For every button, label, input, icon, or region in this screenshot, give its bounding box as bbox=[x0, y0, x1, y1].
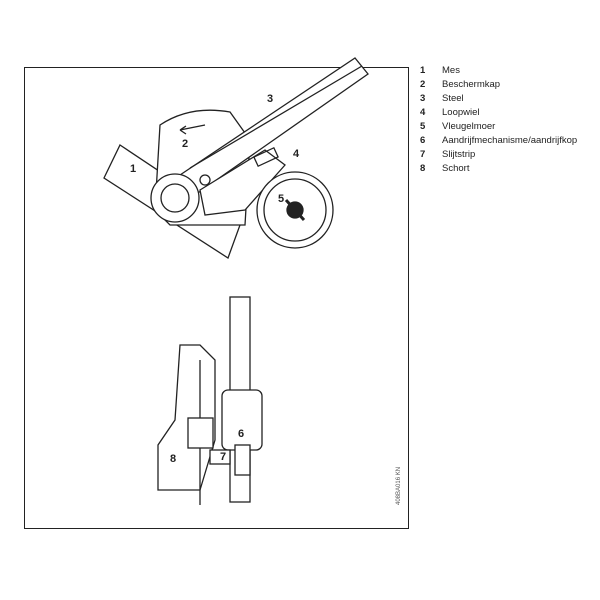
legend-label: Aandrijfmechanisme/aandrijfkop bbox=[442, 135, 578, 146]
legend-label: Steel bbox=[442, 93, 464, 104]
legend-label: Slijtstrip bbox=[442, 149, 476, 160]
legend-number: 3 bbox=[420, 93, 426, 104]
legend-item: 8 Schort bbox=[420, 162, 577, 176]
callout-1: 1 bbox=[130, 163, 137, 175]
callout-5: 5 bbox=[278, 193, 285, 205]
callout-6: 6 bbox=[238, 428, 245, 440]
diagram-frame bbox=[24, 67, 409, 529]
legend-item: 4 Loopwiel bbox=[420, 106, 577, 120]
legend-number: 6 bbox=[420, 135, 426, 146]
legend-item: 1 Mes bbox=[420, 64, 577, 78]
legend-number: 7 bbox=[420, 149, 426, 160]
legend-number: 1 bbox=[420, 65, 426, 76]
legend-number: 2 bbox=[420, 79, 426, 90]
figure-code: 408BA016 KN bbox=[396, 466, 402, 505]
callout-4: 4 bbox=[293, 148, 300, 160]
legend-item: 6 Aandrijfmechanisme/aandrijfkop bbox=[420, 134, 577, 148]
legend-label: Schort bbox=[442, 163, 470, 174]
legend-item: 2 Beschermkap bbox=[420, 78, 577, 92]
legend-number: 8 bbox=[420, 163, 426, 174]
drive-head bbox=[221, 389, 263, 451]
legend-item: 3 Steel bbox=[420, 92, 577, 106]
callout-2: 2 bbox=[182, 138, 189, 150]
legend-label: Vleugelmoer bbox=[442, 121, 496, 132]
legend-label: Loopwiel bbox=[442, 107, 480, 118]
callout-8: 8 bbox=[170, 453, 177, 465]
legend-label: Mes bbox=[442, 65, 460, 76]
legend-item: 7 Slijtstrip bbox=[420, 148, 577, 162]
callout-3: 3 bbox=[267, 93, 274, 105]
legend-label: Beschermkap bbox=[442, 79, 501, 90]
parts-legend: 1 Mes 2 Beschermkap 3 Steel 4 Loopwiel 5 Vleu… bbox=[420, 64, 577, 176]
legend-number: 5 bbox=[420, 121, 426, 132]
legend-item: 5 Vleugelmoer bbox=[420, 120, 577, 134]
legend-number: 4 bbox=[420, 107, 426, 118]
callout-7: 7 bbox=[220, 451, 227, 463]
